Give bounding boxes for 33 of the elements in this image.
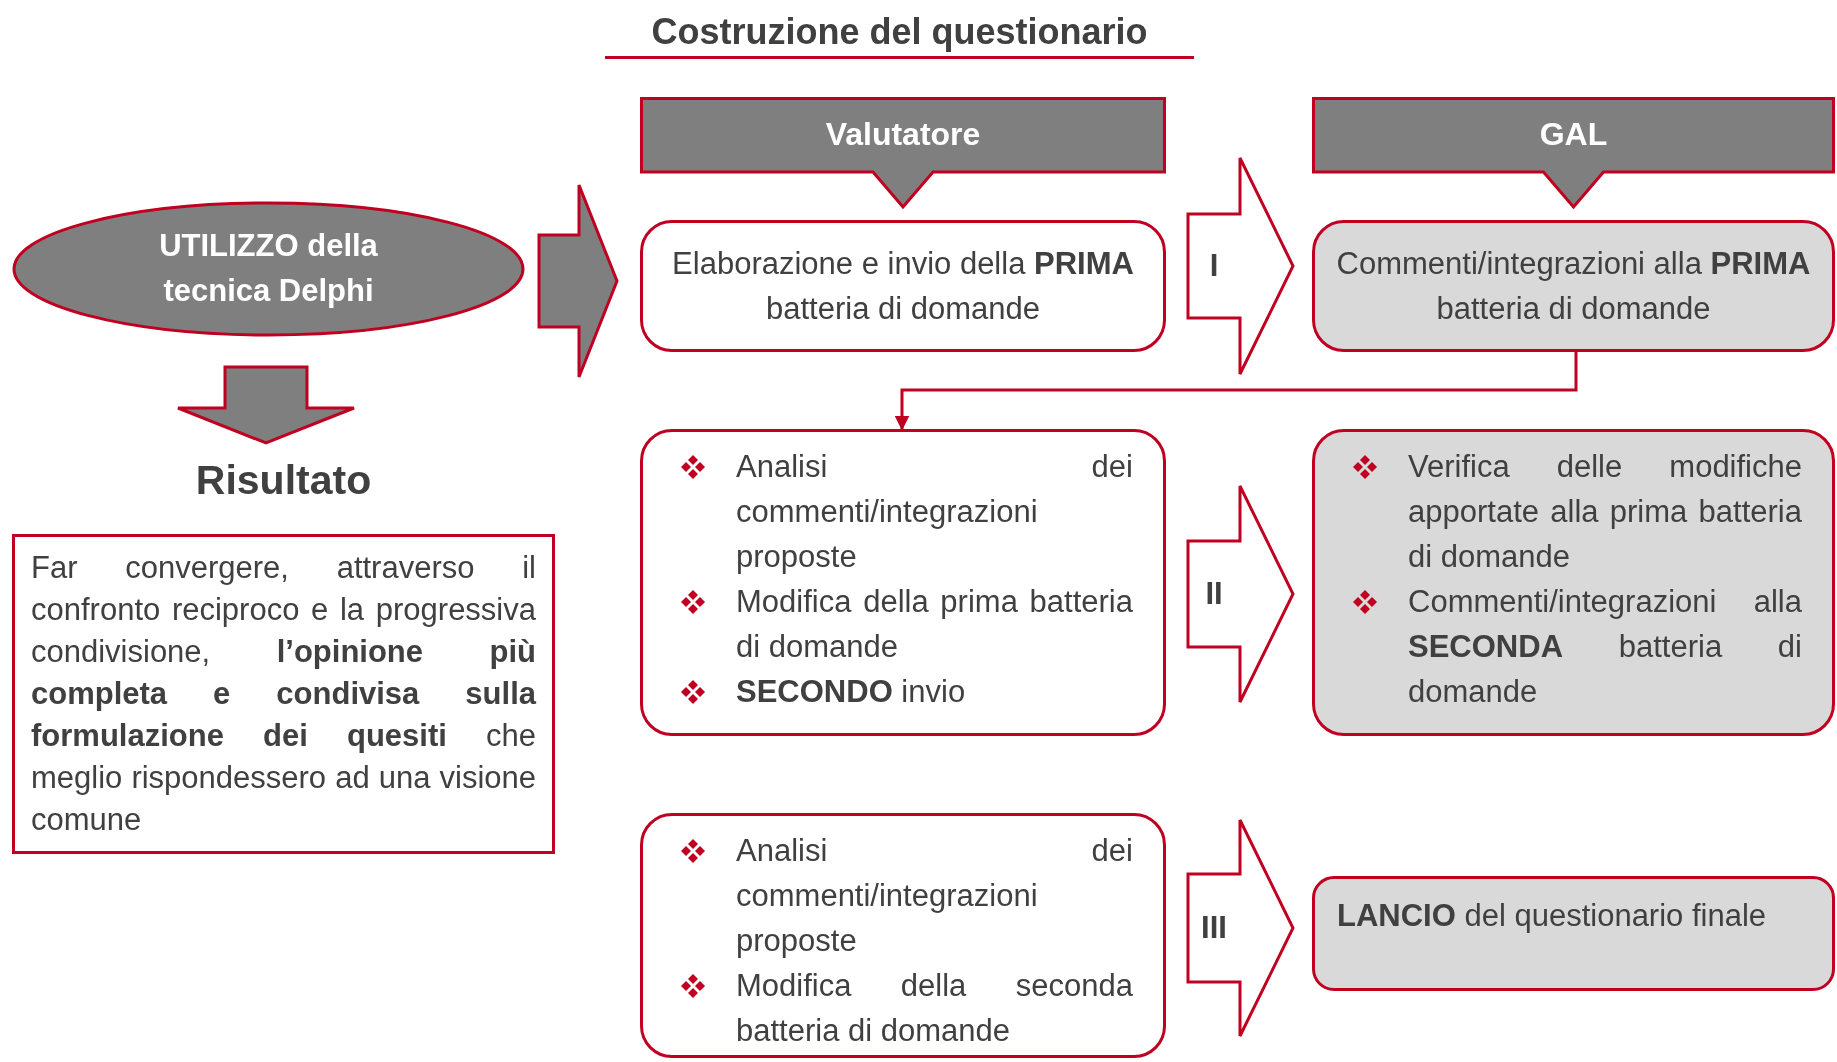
edge-label: I (1208, 247, 1220, 285)
section-heading: Risultato (195, 456, 372, 505)
header-banner (1312, 97, 1835, 211)
list-item: Commenti/integrazioni alla SECONDA batteria di domande (1408, 583, 1802, 711)
process-box (1312, 220, 1835, 352)
box-text: Elaborazione e invio della PRIMA batteria di domande (671, 245, 1135, 328)
process-box (640, 429, 1166, 736)
process-box (1312, 429, 1835, 736)
edge-label: III (1200, 909, 1228, 947)
block-arrow (1186, 818, 1295, 1038)
list-item: SECONDO invio (736, 673, 967, 711)
list-item: Analisi dei commenti/integrazioni proposte (736, 448, 1133, 576)
block-arrow (1186, 484, 1295, 704)
process-box (640, 220, 1166, 352)
box-text: Commenti/integrazioni alla PRIMA batteria di domande (1335, 245, 1812, 328)
block-arrow (537, 183, 619, 379)
header-label: GAL (1538, 115, 1609, 154)
header-banner (640, 97, 1166, 211)
edge-label: II (1204, 575, 1224, 613)
paragraph: Far convergere, attraverso il confronto reciproco e la progressiva condivisione, l’opinione più completa e condivisa sulla formulazione dei quesiti che meglio rispondessero ad una visione comune (31, 549, 536, 839)
ellipse-node (12, 201, 525, 337)
header-label: Valutatore (824, 115, 982, 154)
list-item: Modifica della seconda batteria di domande (736, 967, 1133, 1050)
box-text: LANCIO del questionario finale (1337, 897, 1768, 935)
node-label: UTILIZZO della tecnica Delphi (158, 227, 379, 310)
list-item: Verifica delle modifiche apportate alla prima batteria di domande (1408, 448, 1802, 576)
block-arrow (1186, 156, 1295, 376)
process-box (1312, 876, 1835, 991)
list-item: Analisi dei commenti/integrazioni proposte (736, 832, 1133, 960)
title: Costruzione del questionario (605, 8, 1194, 59)
block-arrow (176, 365, 356, 445)
process-box (640, 813, 1166, 1058)
arrow (894, 352, 1578, 431)
